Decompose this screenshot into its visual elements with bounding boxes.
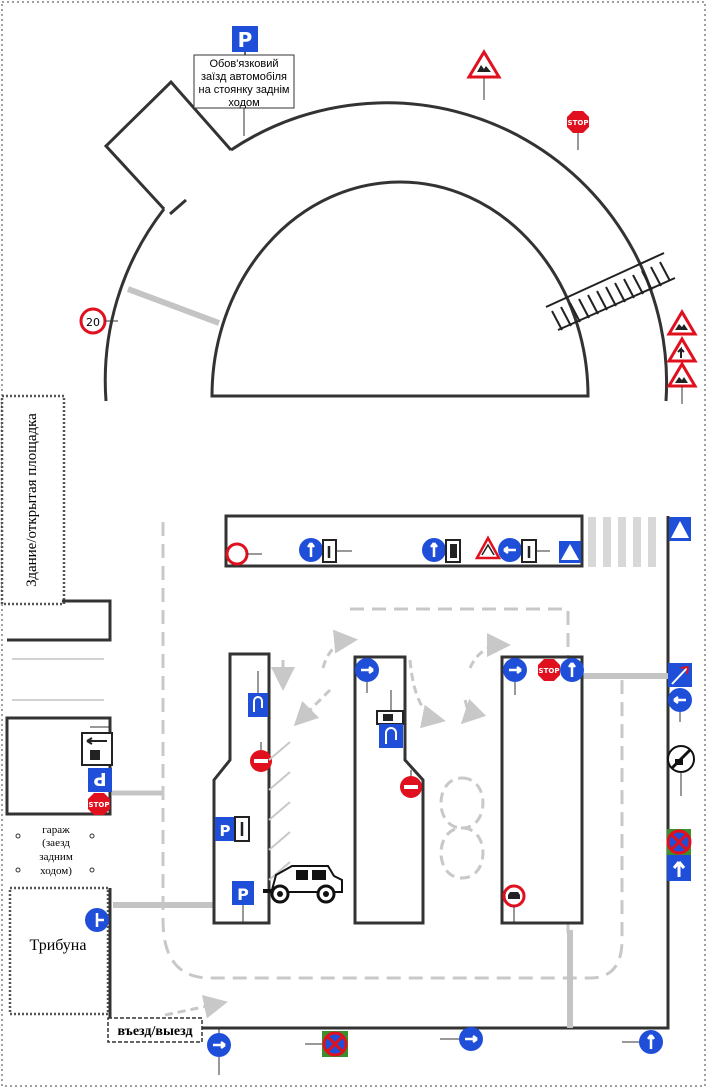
garage-line-4: ходом) [40,865,72,877]
garage-line-3: задним [39,851,73,863]
parking-note: P Обов'язковий заїзд автомобіля на стоян… [193,26,295,136]
direction-arrows [164,629,511,1019]
note-line-4: ходом [228,97,259,109]
bottom-signs: въезд/выезд [107,1017,663,1075]
stop-sign-icon [538,659,560,681]
parking-sign-icon [215,817,235,841]
stop-sign-text: STOP [539,667,560,675]
parking-sign-icon [88,768,112,792]
speed-limit-icon: 20 [79,307,118,335]
tribune-label: Трибуна [30,937,87,954]
parking-sign-letter: P [238,28,253,52]
right-edge-signs [666,663,695,881]
warning-triangle-icon [666,309,698,404]
zebra-crossing [588,517,656,567]
top-island [224,514,584,568]
left-road [7,599,112,701]
main-road [108,516,670,1030]
parking-stripes [268,741,291,881]
garage-line-1: гараж [42,824,70,836]
arc-connector [126,286,221,326]
aux-lines [113,673,668,1028]
arc-track [103,79,669,402]
garage: P STOP [5,716,163,816]
railroad-crossing-icon [545,252,676,331]
left-island: P P [212,652,272,925]
lane-direction-sign-icon [81,732,113,766]
tribune: Трибуна [8,886,110,1016]
middle-island [353,655,425,925]
garage-line-2: (заезд [42,837,70,849]
parking-sign-letter: P [93,768,106,789]
no-vehicles-icon [225,542,249,566]
left-edge-signs [85,908,109,932]
garage-caption: гараж (заезд задним ходом) [15,824,95,877]
parking-sign-letter: P [220,822,231,840]
parking-sign-icon [232,881,254,905]
building-area: Здание/открытая площадка [0,394,66,606]
stop-sign-text: STOP [89,801,110,809]
parking-sign-icon [232,26,258,52]
figure-eight [439,776,485,880]
stop-sign-icon [88,793,110,815]
right-island: STOP [500,655,584,925]
stop-sign-icon: STOP [567,111,589,150]
car-icon [263,865,343,904]
note-line-2: заїзд автомобіля [201,71,287,83]
building-label: Здание/открытая площадка [24,413,40,587]
entrance-label: въезд/выезд [117,1024,192,1039]
warning-triangle-icon [466,49,502,100]
parking-sign-letter: P [237,885,249,904]
speed-limit-text: 20 [86,316,100,329]
pedestrian-crossing-icon [669,517,691,541]
note-line-3: на стоянку заднім [199,84,290,96]
note-line-1: Обов'язковий [209,58,278,70]
stop-sign-text: STOP [568,119,589,127]
